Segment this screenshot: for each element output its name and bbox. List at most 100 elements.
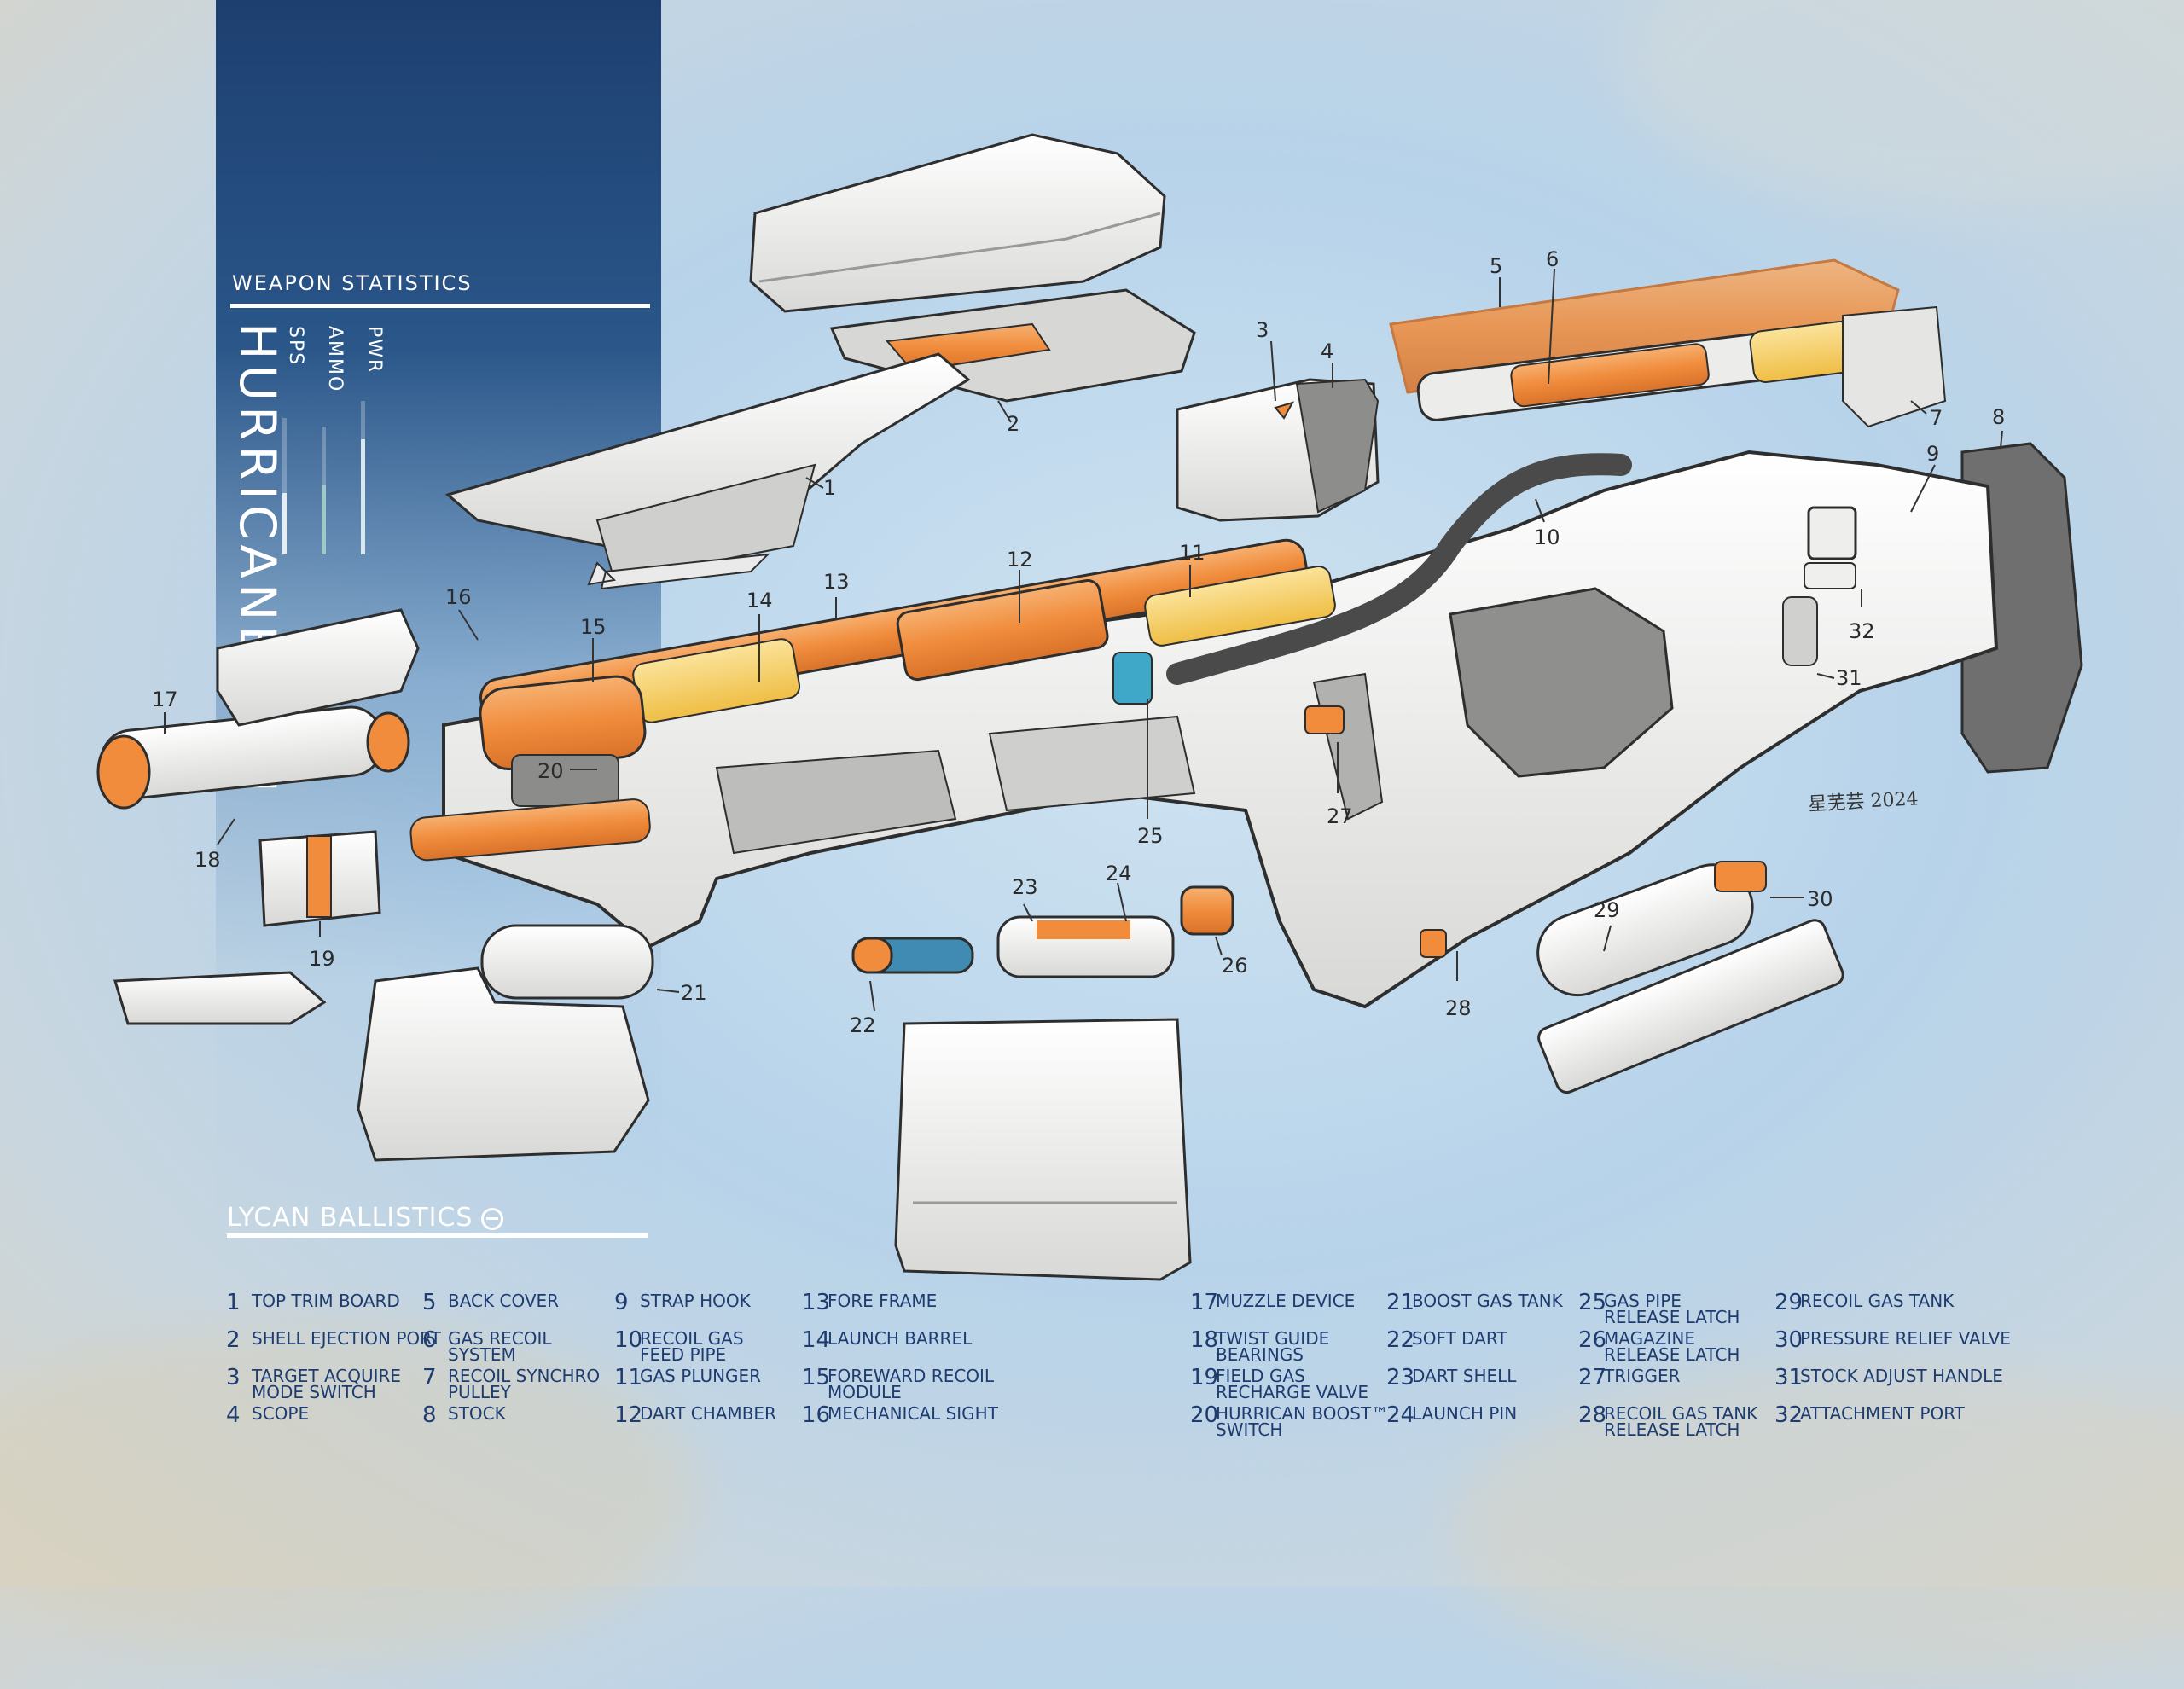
legend-item: 13Fore Frame [802, 1290, 998, 1327]
legend-label: Soft Dart [1412, 1328, 1507, 1349]
legend-label: Gas Pipe Release Latch [1604, 1291, 1740, 1327]
part-magazine-release-latch [1180, 885, 1234, 936]
legend-item: 19Field Gas Recharge Valve [1190, 1365, 1388, 1402]
part-stock-adjust-handle [1782, 596, 1818, 666]
callout-10: 10 [1534, 525, 1560, 549]
legend-item: 8Stock [422, 1402, 600, 1440]
legend-label: Mechanical Sight [828, 1403, 998, 1424]
callout-24: 24 [1106, 862, 1132, 885]
part-recoil-gas-tank-latch [1420, 929, 1447, 958]
legend-item: 16Mechanical Sight [802, 1402, 998, 1440]
legend-label: Gas Plunger [640, 1366, 762, 1386]
stat-bar-ammo [322, 427, 326, 554]
callout-17: 17 [152, 688, 178, 711]
legend-number: 13 [802, 1290, 831, 1315]
legend-number: 17 [1190, 1290, 1219, 1315]
part-dart-chamber [896, 579, 1109, 682]
legend-item: 7Recoil Synchro Pulley [422, 1365, 600, 1402]
part-gas-pipe-release-latch [1112, 652, 1153, 705]
legend-item: 28Recoil Gas Tank Release Latch [1578, 1402, 1757, 1440]
legend-item: 10Recoil Gas Feed Pipe [614, 1327, 776, 1365]
legend-number: 6 [422, 1327, 437, 1353]
part-receiver-body [442, 450, 1999, 1009]
legend-number: 16 [802, 1402, 831, 1428]
callout-14: 14 [746, 589, 773, 612]
part-dart-shell [996, 915, 1175, 978]
legend-item: 26Magazine Release Latch [1578, 1327, 1757, 1365]
legend-label: Pressure Relief Valve [1800, 1328, 2011, 1349]
legend-label: Magazine Release Latch [1604, 1328, 1740, 1365]
part-recoil-gas-feed-pipe [1166, 453, 1632, 685]
legend-number: 18 [1190, 1327, 1219, 1353]
callout-21: 21 [681, 981, 707, 1005]
callout-23: 23 [1012, 875, 1038, 899]
legend-item: 2Shell Ejection Port [226, 1327, 441, 1365]
legend-label: Hurrican Boost™ Switch [1216, 1403, 1389, 1440]
part-lower-grip-cover [357, 966, 650, 1162]
legend-column: 9Strap Hook10Recoil Gas Feed Pipe11Gas P… [614, 1290, 776, 1440]
legend-number: 28 [1578, 1402, 1607, 1428]
callout-26: 26 [1222, 954, 1248, 978]
legend-number: 22 [1386, 1327, 1415, 1353]
callout-19: 19 [309, 947, 335, 971]
callout-27: 27 [1327, 804, 1353, 828]
callout-16: 16 [445, 585, 472, 609]
legend-label: Recoil Gas Feed Pipe [640, 1328, 744, 1365]
legend-number: 12 [614, 1402, 643, 1428]
part-back-top-cover [749, 133, 1166, 313]
part-gas-recoil-system [1416, 305, 1947, 428]
legend-number: 15 [802, 1365, 831, 1390]
legend-number: 20 [1190, 1402, 1219, 1428]
legend-item: 18Twist Guide Bearings [1190, 1327, 1388, 1365]
part-boost-gas-tank [480, 924, 654, 1000]
legend-label: Gas Recoil System [448, 1328, 552, 1365]
callout-1: 1 [823, 476, 836, 500]
part-lower-trim [113, 971, 327, 1025]
legend-label: Back Cover [448, 1291, 560, 1311]
legend-label: Dart Shell [1412, 1366, 1517, 1386]
callout-22: 22 [850, 1013, 876, 1037]
legend-number: 23 [1386, 1365, 1415, 1390]
callout-11: 11 [1179, 541, 1205, 565]
legend-number: 31 [1774, 1365, 1804, 1390]
callouts: 1 2 3 4 5 6 7 8 9 10 11 12 13 14 15 16 1… [152, 247, 2005, 1037]
legend-label: Muzzle Device [1216, 1291, 1356, 1311]
legend-item: 12Dart Chamber [614, 1402, 776, 1440]
legend-item: 21Boost Gas Tank [1386, 1290, 1563, 1327]
legend-label: Trigger [1604, 1366, 1681, 1386]
legend-column: 5Back Cover6Gas Recoil System7Recoil Syn… [422, 1290, 600, 1440]
legend-label: Attachment Port [1800, 1403, 1965, 1424]
legend-item: 31Stock Adjust Handle [1774, 1365, 2011, 1402]
legend-item: 15Foreward Recoil Module [802, 1365, 998, 1402]
part-twist-guide-shroud [216, 608, 420, 727]
power-icon [481, 1207, 504, 1230]
brand-divider [227, 1233, 648, 1238]
brand-logo: LYCAN BALLISTICS [227, 1203, 504, 1233]
legend-item: 3 Target Acquire Mode Switch [226, 1365, 441, 1402]
legend-column: 29Recoil Gas Tank30Pressure Relief Valve… [1774, 1290, 2011, 1440]
exploded-view-illustration: 1 2 3 4 5 6 7 8 9 10 11 12 13 14 15 16 1… [96, 133, 2083, 1281]
legend-number: 27 [1578, 1365, 1607, 1390]
legend-item: 25Gas Pipe Release Latch [1578, 1290, 1757, 1327]
legend-number: 1 [226, 1290, 241, 1315]
legend-number: 24 [1386, 1402, 1415, 1428]
legend-number: 29 [1774, 1290, 1804, 1315]
legend-number: 30 [1774, 1327, 1804, 1353]
part-scope [1176, 378, 1380, 522]
legend-column: 21Boost Gas Tank22Soft Dart 23Dart Shell 2… [1386, 1290, 1563, 1440]
part-trigger [1304, 705, 1345, 734]
legend-number: 3 [226, 1365, 241, 1390]
stat-label-pwr: PWR [363, 326, 385, 374]
callout-30: 30 [1807, 887, 1833, 911]
legend-label: Target Acquire Mode Switch [252, 1366, 402, 1402]
legend-item: 11Gas Plunger [614, 1365, 776, 1402]
legend-column: 17Muzzle Device18Twist Guide Bearings19F… [1190, 1290, 1388, 1440]
legend-item: 17Muzzle Device [1190, 1290, 1388, 1327]
legend-number: 8 [422, 1402, 437, 1428]
part-magazine [894, 1018, 1192, 1281]
stat-label-ammo: AMMO [324, 326, 346, 393]
callout-31: 31 [1836, 666, 1862, 690]
callout-7: 7 [1930, 406, 1943, 430]
stats-divider [230, 304, 650, 308]
callout-13: 13 [823, 570, 850, 594]
